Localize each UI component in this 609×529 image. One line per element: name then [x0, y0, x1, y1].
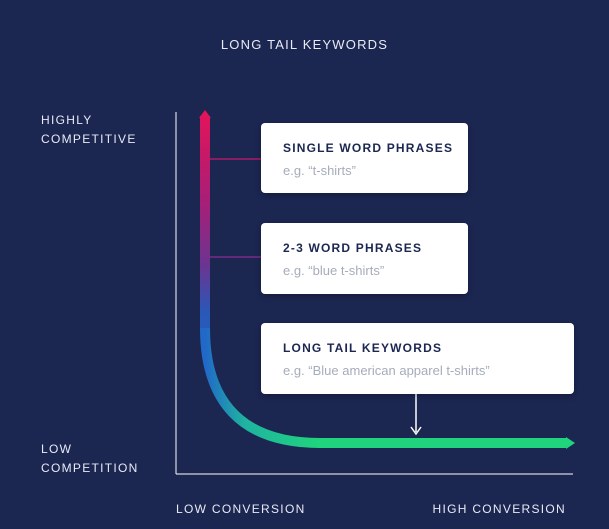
- diagram-title: LONG TAIL KEYWORDS: [220, 37, 389, 52]
- card-single-word-phrases: SINGLE WORD PHRASES e.g. “t-shirts”: [261, 123, 468, 193]
- card-example: e.g. “Blue american apparel t-shirts”: [283, 363, 490, 378]
- y-axis-bottom-label-line1: LOW: [41, 442, 73, 456]
- x-axis-right-label: HIGH CONVERSION: [432, 502, 566, 516]
- y-axis-top-label-line1: HIGHLY: [41, 113, 93, 127]
- y-axis-top-label: HIGHLY COMPETITIVE: [41, 111, 137, 149]
- card-title: LONG TAIL KEYWORDS: [283, 341, 443, 355]
- x-axis-left-label: LOW CONVERSION: [176, 502, 306, 516]
- y-axis-bottom-label-line2: COMPETITION: [41, 461, 139, 475]
- curve-elbow-segment: [200, 327, 321, 448]
- card-title: SINGLE WORD PHRASES: [283, 141, 454, 155]
- curve-right-arrowhead: [566, 437, 575, 449]
- card-example: e.g. “blue t-shirts”: [283, 263, 385, 278]
- y-axis-top-label-line2: COMPETITIVE: [41, 132, 137, 146]
- card-example: e.g. “t-shirts”: [283, 163, 356, 178]
- card-two-three-word-phrases: 2-3 WORD PHRASES e.g. “blue t-shirts”: [261, 223, 468, 294]
- long-tail-pointer-arrowhead: [410, 426, 422, 436]
- card-long-tail-keywords: LONG TAIL KEYWORDS e.g. “Blue american a…: [261, 323, 574, 394]
- y-axis-bottom-label: LOW COMPETITION: [41, 440, 139, 478]
- card-title: 2-3 WORD PHRASES: [283, 241, 423, 255]
